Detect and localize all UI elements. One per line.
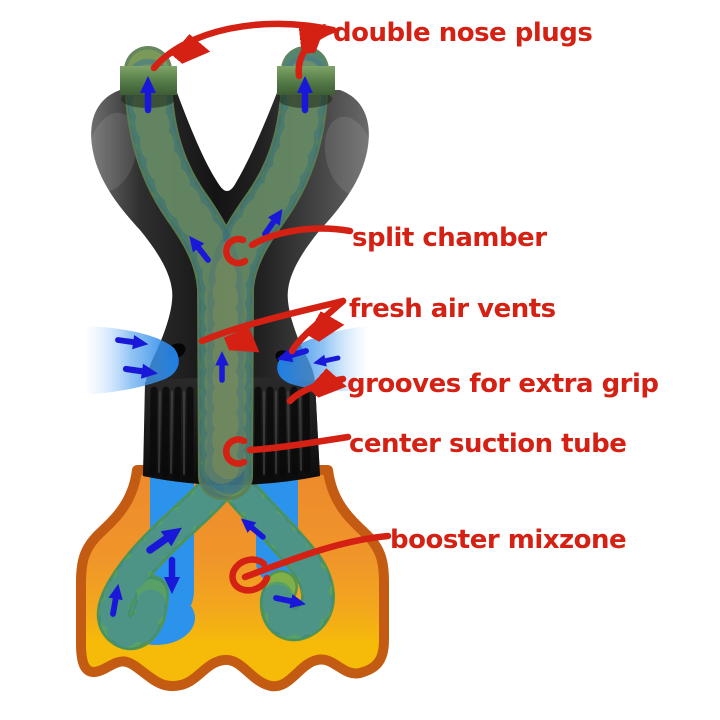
pointer-grooves: [286, 379, 343, 401]
flask-container: [76, 465, 389, 692]
circle-mixzone: [229, 556, 271, 594]
air-spray-left: [84, 326, 179, 395]
grip-ribs: [149, 386, 311, 480]
label-center-suction-tube: center suction tube: [349, 429, 626, 459]
pointer-vent-left: [198, 297, 347, 341]
annotation-pointers: [150, 20, 392, 594]
pointer-nose-plug-right: [295, 30, 337, 80]
annotation-labels: double nose plugs split chamber fresh ai…: [333, 18, 659, 555]
label-fresh-air-vents: fresh air vents: [349, 294, 556, 324]
body-highlight-right: [324, 116, 376, 196]
hook-suction-tube: [222, 436, 248, 467]
pointer-vent-right: [288, 297, 347, 355]
hook-split-chamber: [223, 235, 249, 267]
label-double-nose-plugs: double nose plugs: [333, 18, 592, 48]
pointer-mixzone: [241, 532, 392, 581]
label-booster-mixzone: booster mixzone: [390, 525, 626, 555]
pointer-suction-tube: [246, 433, 352, 454]
device-body: [86, 46, 376, 500]
pointer-split-chamber: [248, 225, 354, 249]
body-highlight-left: [86, 112, 138, 192]
label-grooves: grooves for extra grip: [347, 369, 659, 399]
label-split-chamber: split chamber: [352, 223, 547, 253]
mix-loop-right: [221, 471, 335, 642]
